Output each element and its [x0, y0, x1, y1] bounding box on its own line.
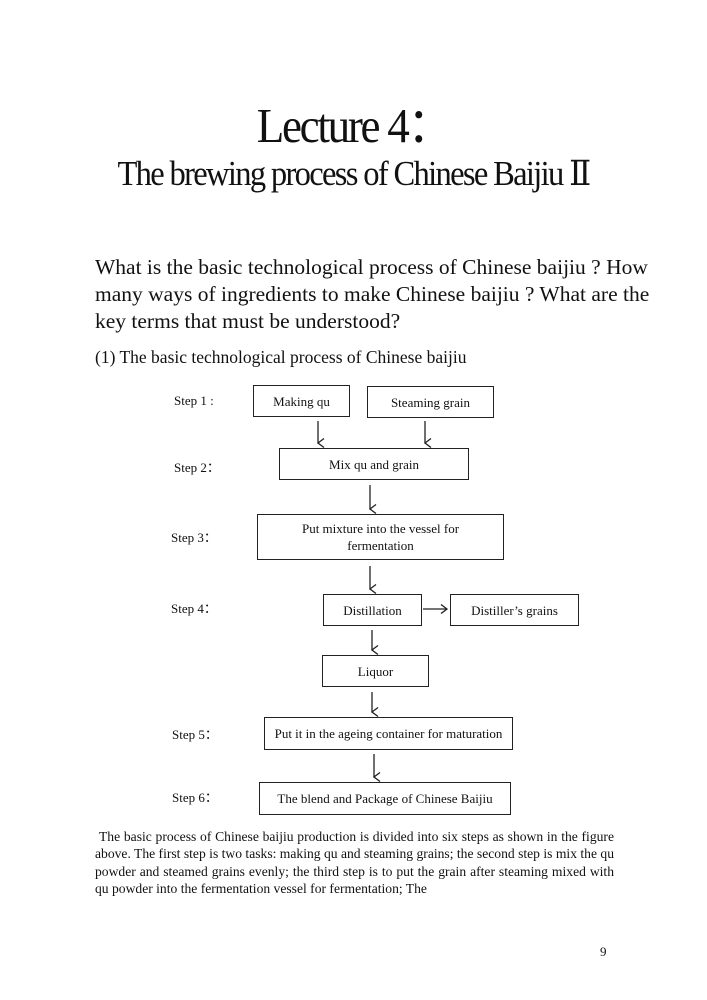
step-2-label: Step 2：	[174, 460, 220, 475]
lecture-title: Lecture 4：	[256, 98, 453, 153]
section-heading: (1) The basic technological process of C…	[95, 347, 467, 367]
body-paragraph: The basic process of Chinese baijiu prod…	[95, 828, 614, 898]
box-distillation: Distillation	[323, 594, 422, 626]
step-5-label: Step 5：	[172, 727, 218, 742]
box-mix-qu-and-grain: Mix qu and grain	[279, 448, 469, 480]
box-fermentation: Put mixture into the vessel for fermenta…	[257, 514, 504, 560]
step-1-label: Step 1 :	[174, 393, 214, 408]
box-distillers-grains: Distiller’s grains	[450, 594, 579, 626]
step-4-label: Step 4：	[171, 601, 217, 616]
box-making-qu: Making qu	[253, 385, 350, 417]
page-number: 9	[600, 944, 607, 959]
body-paragraph-text: The basic process of Chinese baijiu prod…	[95, 829, 614, 897]
lecture-subtitle: The brewing process of Chinese Baijiu Ⅱ	[117, 154, 591, 193]
intro-questions: What is the basic technological process …	[95, 255, 650, 333]
step-3-label: Step 3：	[171, 530, 217, 545]
box-liquor: Liquor	[322, 655, 429, 687]
box-blend-package: The blend and Package of Chinese Baijiu	[259, 782, 511, 815]
step-6-label: Step 6：	[172, 790, 218, 805]
box-ageing: Put it in the ageing container for matur…	[264, 717, 513, 750]
box-steaming-grain: Steaming grain	[367, 386, 494, 418]
